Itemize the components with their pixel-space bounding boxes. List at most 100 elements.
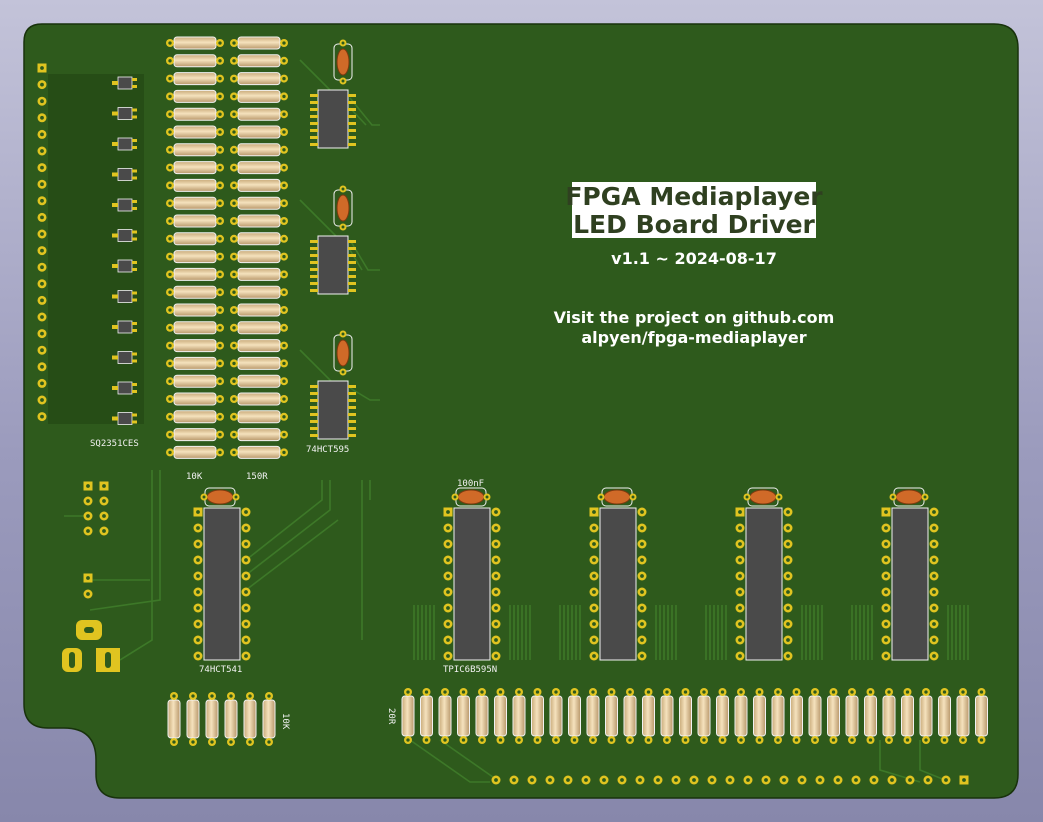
soic-pin — [348, 275, 356, 278]
pad-hole — [683, 690, 688, 694]
pad-hole — [932, 558, 936, 562]
pad-hole — [884, 574, 888, 578]
pad-hole — [905, 690, 910, 694]
pad-hole — [738, 622, 742, 626]
capacitor-body — [336, 48, 350, 76]
resistor-body — [975, 695, 988, 737]
soic-pin — [310, 289, 318, 292]
pad-hole — [232, 450, 236, 455]
pad-hole — [979, 690, 984, 694]
pad-hole — [282, 165, 286, 170]
pad-hole — [572, 690, 577, 694]
pad-hole — [854, 778, 858, 782]
pad-hole — [517, 690, 521, 694]
pad-hole — [591, 690, 595, 694]
pad-hole — [710, 778, 714, 782]
resistor-body — [531, 695, 544, 737]
pad-hole — [446, 654, 450, 658]
pad-hole — [168, 148, 172, 152]
mosfet-body — [117, 76, 133, 90]
resistor-body — [237, 267, 281, 281]
pad-hole — [406, 690, 410, 694]
pad-hole — [745, 495, 749, 499]
pad-hole — [443, 690, 447, 694]
soic-pin — [348, 122, 356, 125]
pad-hole — [424, 738, 429, 742]
resistor-body — [173, 356, 217, 370]
label-res-20r: 20R — [386, 708, 396, 725]
pad-hole — [232, 59, 236, 63]
pad-hole — [282, 415, 286, 419]
pad-hole — [831, 690, 836, 694]
pad-hole — [232, 432, 236, 437]
pad-hole — [232, 219, 236, 223]
pad-hole — [244, 542, 248, 546]
pad-hole — [168, 219, 172, 223]
board-title-line2: LED Board Driver — [573, 210, 815, 239]
pad-hole — [494, 606, 498, 610]
pad-hole — [232, 41, 236, 45]
pad-hole — [592, 510, 596, 514]
resistor-body — [237, 125, 281, 139]
mosfet-pin — [132, 207, 137, 210]
pad-hole — [786, 574, 790, 578]
pad-hole — [512, 778, 516, 782]
capacitor-body — [336, 339, 350, 367]
pad-hole — [218, 76, 222, 81]
soic-body — [317, 380, 349, 440]
pad-hole — [341, 370, 345, 374]
pad-hole — [720, 738, 725, 742]
mosfet-pin — [112, 264, 118, 268]
soic-pin — [310, 282, 318, 285]
pad-hole — [267, 694, 271, 698]
pad-hole — [341, 225, 345, 229]
pad-hole — [738, 638, 742, 642]
resistor-body — [237, 196, 281, 210]
resistor-body — [167, 699, 181, 739]
pad-hole — [485, 495, 489, 499]
pad-hole — [168, 379, 172, 383]
resistor-body — [237, 36, 281, 50]
pad-hole — [218, 432, 222, 437]
pad-hole — [202, 495, 206, 499]
pad-hole — [40, 381, 44, 386]
ic-body — [599, 507, 637, 661]
pad-hole — [786, 590, 790, 594]
pad-hole — [786, 542, 790, 546]
capacitor-body — [603, 489, 631, 505]
pad-hole — [282, 254, 286, 259]
pad-hole — [248, 740, 252, 744]
resistor-body — [186, 699, 200, 739]
resistor-body — [457, 695, 470, 737]
pad-hole — [631, 495, 635, 499]
pad-hole — [210, 694, 214, 698]
pad-hole — [640, 574, 644, 578]
mosfet-body — [117, 137, 133, 151]
pad-hole — [592, 638, 596, 642]
pad-hole — [923, 495, 927, 499]
pad-hole — [872, 778, 876, 782]
pad-hole — [218, 397, 222, 401]
pad-hole — [738, 654, 742, 658]
pad-hole — [461, 690, 466, 694]
pad-hole — [218, 237, 222, 241]
pad-hole — [554, 690, 558, 694]
pad-hole — [884, 542, 888, 546]
pad-hole — [446, 542, 450, 546]
pad-hole — [168, 326, 172, 330]
pad-hole — [232, 272, 236, 277]
pad-hole — [168, 237, 172, 241]
pad-hole — [86, 576, 90, 580]
label-buffer: 74HCT541 — [199, 665, 242, 675]
resistor-body — [173, 196, 217, 210]
pad-hole — [218, 450, 222, 455]
soic-pin — [310, 108, 318, 111]
pad-hole — [232, 76, 236, 81]
resistor-body — [845, 695, 859, 737]
pad-hole — [102, 484, 106, 488]
mosfet-pin — [132, 268, 137, 271]
pad-hole — [443, 738, 447, 742]
resistor-body — [243, 699, 257, 739]
pad-hole — [282, 148, 286, 152]
pad-hole — [640, 606, 644, 610]
